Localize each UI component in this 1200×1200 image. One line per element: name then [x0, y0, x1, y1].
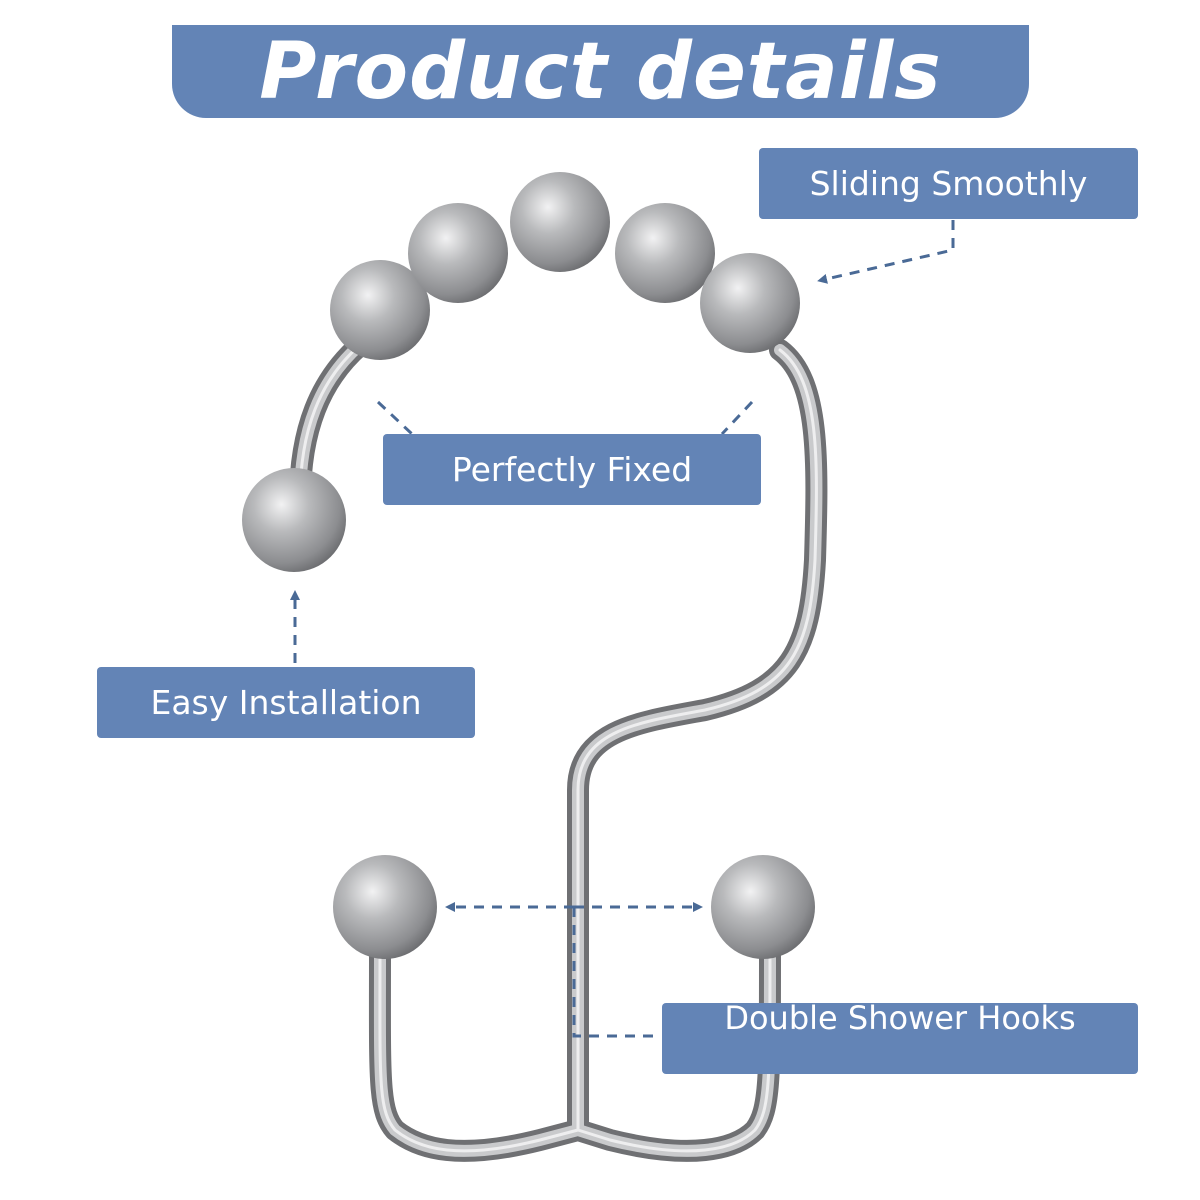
label-double-text: Double Shower Hooks	[724, 999, 1076, 1037]
label-sliding-smoothly: Sliding Smoothly	[759, 148, 1138, 219]
roller-balls	[330, 172, 800, 360]
label-fixed-text: Perfectly Fixed	[451, 450, 693, 489]
roller-ball	[330, 260, 430, 360]
sliding-callout-line	[817, 220, 955, 284]
double-callout-line	[572, 907, 660, 1038]
label-install-text: Easy Installation	[150, 683, 422, 722]
roller-ball	[615, 203, 715, 303]
end-ball-top-left	[242, 468, 346, 572]
callout-lines	[290, 220, 955, 1038]
roller-ball	[408, 203, 508, 303]
label-double-shower-hooks: Double Shower Hooks	[662, 999, 1138, 1074]
fixed-callout-line-right	[720, 400, 754, 436]
label-easy-installation: Easy Installation	[97, 667, 475, 738]
end-ball-lower-right	[711, 855, 815, 959]
label-sliding-text: Sliding Smoothly	[809, 164, 1088, 203]
page-title: Product details	[259, 26, 942, 117]
title-banner: Product details	[172, 25, 1029, 118]
fixed-callout-line-left	[376, 400, 414, 436]
label-perfectly-fixed: Perfectly Fixed	[383, 434, 761, 505]
roller-ball	[700, 253, 800, 353]
end-ball-lower-left	[333, 855, 437, 959]
roller-ball	[510, 172, 610, 272]
hook-wire	[289, 334, 828, 1162]
